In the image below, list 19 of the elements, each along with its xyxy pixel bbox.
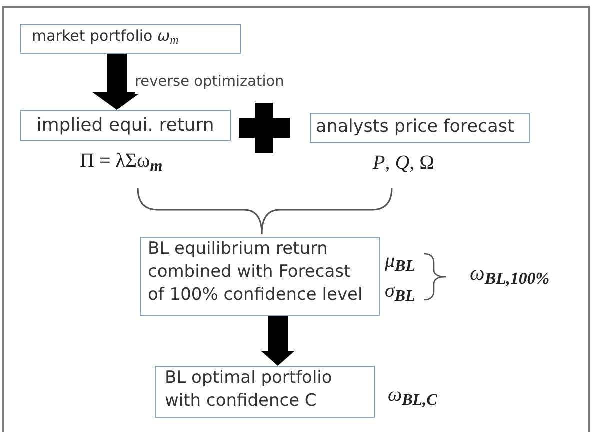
process-text: market portfolio ω$_{m}$ — [32, 26, 179, 48]
formula: μ$_{BL}$ — [385, 249, 416, 276]
formula: P, Q, Ω — [373, 151, 435, 176]
process-text: BL equilibrium return combined with Forecast of 100% confidence level — [148, 238, 364, 307]
formula: ω$_{BL,C}$ — [388, 383, 438, 410]
process-text: BL optimal portfolio with confidence C — [165, 367, 334, 413]
formula: Π = λΣω$_{m}$ — [80, 149, 163, 176]
process-box — [310, 113, 530, 143]
formula: ω$_{BL,100%}$ — [470, 260, 550, 290]
process-text: analysts price forecast — [316, 116, 514, 139]
process-box — [155, 366, 375, 418]
process-box — [20, 24, 241, 54]
block-arrow — [261, 316, 295, 366]
block-arrow — [92, 54, 142, 110]
edge-label: reverse optimization — [135, 72, 284, 94]
process-text: implied equi. return — [36, 114, 214, 138]
process-box — [20, 110, 231, 141]
formula: σ$_{BL}$ — [385, 279, 416, 306]
process-box — [140, 237, 380, 316]
